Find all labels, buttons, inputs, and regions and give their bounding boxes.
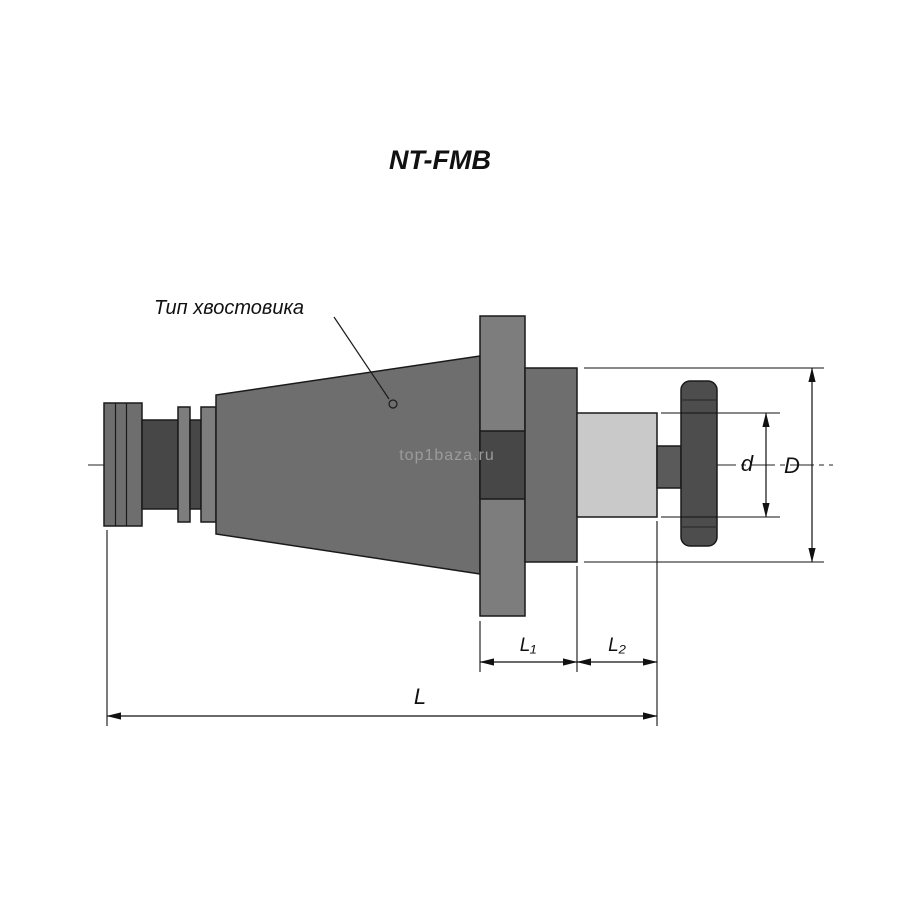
spindle-shaft bbox=[656, 445, 682, 489]
leader-line bbox=[333, 316, 390, 400]
body-cylinder bbox=[524, 367, 578, 563]
drive-flange-groove-band bbox=[479, 430, 526, 500]
collar-ring-2 bbox=[200, 406, 217, 523]
drawing-title: NT-FMB bbox=[389, 145, 491, 175]
collar-ring-1 bbox=[177, 406, 191, 523]
dim-label-L2: L₂ bbox=[608, 635, 627, 656]
shank-neck bbox=[141, 419, 179, 510]
shank-end-cap bbox=[103, 402, 143, 527]
clamp-nut bbox=[680, 380, 718, 547]
watermark: top1baza.ru bbox=[399, 447, 495, 464]
dim-label-L: L bbox=[414, 684, 426, 709]
collar-groove bbox=[189, 419, 202, 510]
dim-label-d: d bbox=[741, 451, 754, 476]
leader-terminator-circle bbox=[388, 399, 398, 409]
pilot-cylinder bbox=[576, 412, 658, 518]
shank-type-label: Тип хвостовика bbox=[154, 297, 304, 319]
dim-label-L1: L₁ bbox=[520, 635, 537, 656]
taper-cone-body bbox=[215, 355, 481, 575]
dim-label-D: D bbox=[784, 453, 800, 478]
